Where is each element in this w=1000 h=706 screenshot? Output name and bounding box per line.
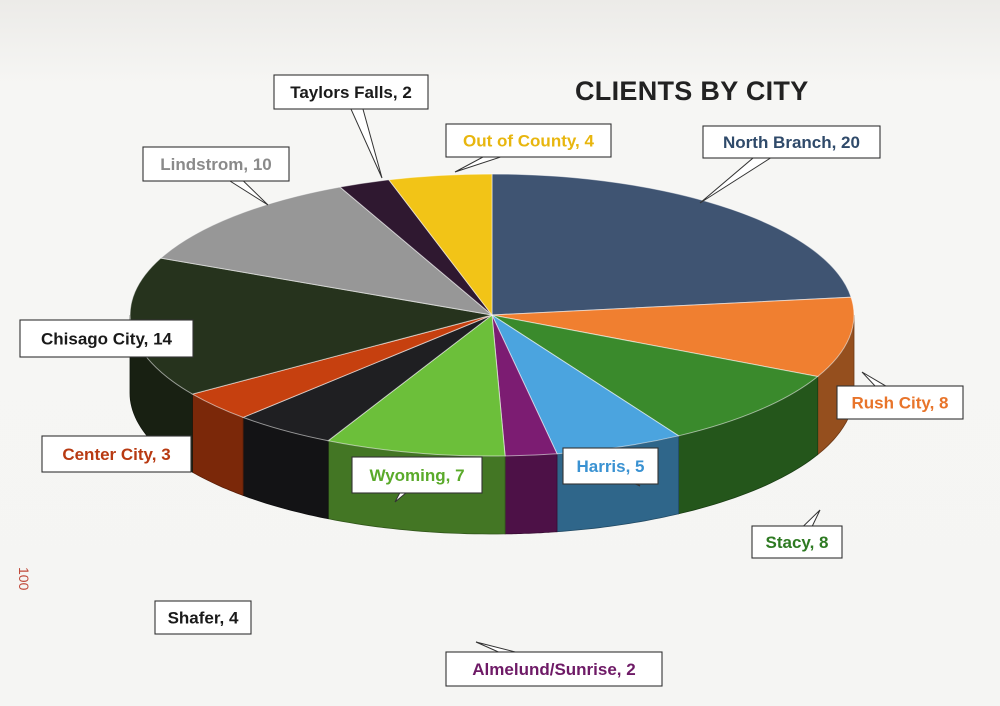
page-number: 100: [16, 567, 32, 591]
pie-top-faces: [129, 173, 855, 457]
data-label-stacy: Stacy, 8: [751, 509, 843, 559]
pie-slice-out-of-county: [387, 173, 493, 317]
pie-slice-wyoming: [327, 314, 506, 457]
data-label-lindstrom: Lindstrom, 10: [142, 146, 290, 206]
data-label-shafer: Shafer, 4: [154, 600, 252, 635]
data-label-text: Center City, 3: [62, 445, 170, 464]
data-label-text: Taylors Falls, 2: [290, 83, 412, 102]
data-label-wyoming: Wyoming, 7: [351, 456, 483, 503]
data-label-text: Almelund/Sunrise, 2: [472, 660, 635, 679]
data-label-text: Harris, 5: [576, 457, 644, 476]
data-label-center-city: Center City, 3: [41, 435, 192, 473]
data-label-text: Chisago City, 14: [41, 330, 173, 349]
data-label-taylors-falls: Taylors Falls, 2: [273, 74, 429, 179]
pie-labels: North Branch, 20 Rush City, 8 Stacy, 8 Harr…: [19, 74, 964, 687]
data-label-out-of-county: Out of County, 4: [445, 123, 612, 173]
pie-slice-lindstrom: [159, 186, 494, 316]
data-label-text: Rush City, 8: [852, 394, 949, 413]
data-label-text: Out of County, 4: [463, 132, 594, 151]
pie-slice-harris: [490, 313, 680, 455]
data-label-text: North Branch, 20: [723, 133, 860, 152]
pie-slice-stacy: [491, 314, 819, 437]
data-label-north-branch: North Branch, 20: [699, 125, 881, 204]
data-label-almelund-sunrise: Almelund/Sunrise, 2: [445, 641, 663, 687]
pie-slice-north-branch: [491, 173, 852, 316]
data-label-text: Stacy, 8: [765, 533, 828, 552]
data-label-rush-city: Rush City, 8: [836, 371, 964, 420]
pie-side-almelund-sunrise: [504, 453, 558, 535]
data-label-text: Wyoming, 7: [369, 466, 464, 485]
data-label-text: Shafer, 4: [168, 609, 239, 628]
chart-title: CLIENTS BY CITY: [575, 76, 809, 106]
data-label-text: Lindstrom, 10: [160, 155, 271, 174]
data-label-harris: Harris, 5: [562, 447, 659, 487]
pie-slice-rush-city: [491, 296, 855, 378]
data-label-chisago-city: Chisago City, 14: [19, 319, 195, 358]
